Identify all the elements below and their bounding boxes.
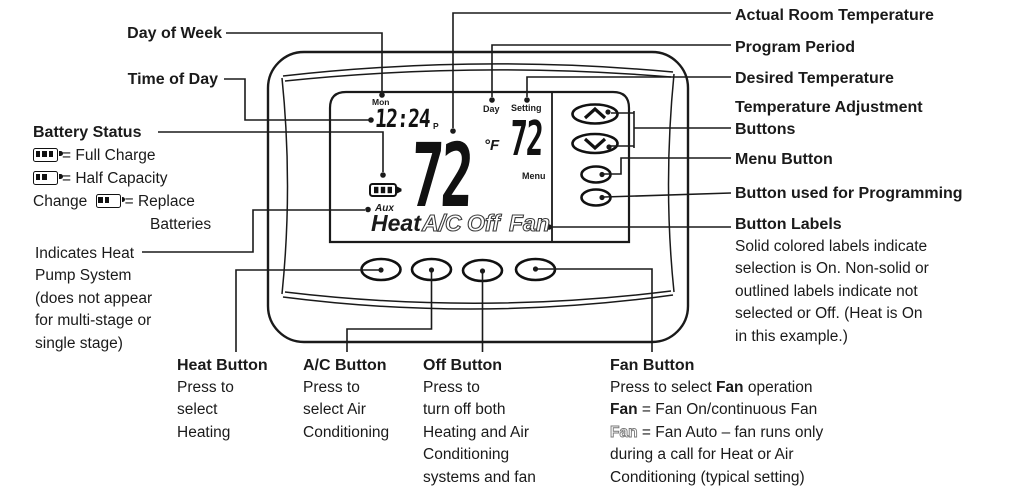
fan-note-text: operation [743, 379, 813, 396]
heat-button-line: Press to [177, 379, 234, 396]
fan-button-title: Fan Button [610, 357, 695, 374]
battery-change-icon [95, 194, 126, 208]
battery-half-text: = Half Capacity [62, 170, 168, 187]
lcd-program-period: Day [483, 104, 500, 114]
battery-change-prefix: Change [33, 193, 88, 210]
lcd-temp-unit: °F [484, 137, 500, 154]
button-labels-line: selected or Off. (Heat is On [735, 305, 923, 323]
off-button-title: Off Button [423, 357, 503, 374]
temp-down-button[interactable] [571, 132, 619, 155]
heat-button-note: Heat Button Press to select Heating [177, 355, 268, 444]
label-battery-status: Battery Status [33, 124, 142, 141]
chevron-down-icon [583, 137, 607, 151]
label-button-labels-title: Button Labels [735, 216, 842, 233]
lcd-mode-heat: Heat [371, 210, 421, 236]
lcd-day-of-week: Mon [372, 97, 390, 107]
heat-pump-note: Indicates Heat Pump System (does not app… [35, 243, 152, 355]
battery-change-suffix: = Replace [124, 193, 195, 210]
lcd-ampm: P [433, 121, 439, 131]
button-labels-line: selection is On. Non-solid or [735, 260, 929, 278]
battery-half-icon [33, 171, 63, 185]
battery-full-row: = Full Charge [33, 145, 155, 167]
label-day-of-week: Day of Week [127, 25, 222, 42]
label-programming-button: Button used for Programming [735, 185, 963, 202]
off-button-line: Press to [423, 379, 480, 396]
fan-note-bold: Fan [610, 401, 638, 419]
lcd-window [328, 90, 631, 244]
heat-button-line: Heating [177, 423, 231, 441]
lcd-mode-fan: Fan [508, 210, 550, 236]
ac-button-line: Conditioning [303, 423, 390, 441]
battery-change-row: Change = Replace [33, 191, 195, 213]
battery-half-row: = Half Capacity [33, 168, 168, 190]
label-temperature-adjustment: Temperature Adjustment Buttons [735, 97, 923, 141]
off-button-line: turn off both [423, 401, 506, 419]
thermostat-case [266, 50, 690, 344]
fan-note-line: during a call for Heat or Air [610, 446, 794, 464]
lcd-setpoint: 72 [508, 111, 544, 167]
heat-button-title: Heat Button [177, 357, 268, 374]
ac-button-title: A/C Button [303, 357, 387, 374]
label-menu-button: Menu Button [735, 151, 833, 168]
label-time-of-day: Time of Day [127, 71, 218, 88]
fan-button-note: Fan Button Press to select Fan operation… [610, 355, 824, 489]
ac-button-note: A/C Button Press to select Air Condition… [303, 355, 389, 444]
battery-full-icon [33, 148, 63, 162]
temperature-adjustment-line2: Buttons [735, 121, 796, 138]
heat-pump-line: Indicates Heat [35, 245, 135, 262]
fan-note-text: = Fan Auto – fan runs only [637, 423, 824, 441]
fan-note-line: Conditioning (typical setting) [610, 468, 805, 486]
lcd-battery-icon [369, 183, 402, 197]
button-labels-note: Solid colored labels indicate selection … [735, 236, 929, 348]
button-labels-line: in this example.) [735, 327, 848, 345]
fan-note-text: Press to select [610, 379, 716, 396]
heat-pump-line: Pump System [35, 267, 132, 285]
button-labels-line: outlined labels indicate not [735, 282, 918, 300]
leader-lines [142, 12, 732, 352]
button-labels-line: Solid colored labels indicate [735, 238, 928, 255]
temperature-adjustment-line1: Temperature Adjustment [735, 99, 923, 116]
heat-pump-line: single stage) [35, 334, 123, 352]
ac-button-line: Press to [303, 379, 360, 396]
fan-note-text: = Fan On/continuous Fan [637, 401, 818, 419]
temp-up-button[interactable] [571, 103, 619, 125]
ac-button-line: select Air [303, 401, 366, 419]
label-program-period: Program Period [735, 39, 856, 56]
battery-full-text: = Full Charge [62, 147, 156, 164]
off-button-line: Conditioning [423, 446, 510, 464]
lcd-mode-ac: A/C [421, 210, 462, 236]
heat-button-line: select [177, 401, 218, 419]
label-desired-temperature: Desired Temperature [735, 70, 894, 87]
off-button-note: Off Button Press to turn off both Heatin… [423, 355, 536, 489]
lcd-menu-label: Menu [522, 171, 546, 181]
fan-note-bold: Fan [715, 379, 744, 396]
heat-pump-line: (does not appear [35, 289, 153, 307]
off-button-line: systems and fan [423, 468, 536, 486]
heat-pump-line: for multi-stage or [35, 312, 152, 330]
off-button-line: Heating and Air [423, 423, 529, 441]
chevron-up-icon [583, 106, 607, 120]
label-actual-room-temperature: Actual Room Temperature [735, 7, 934, 24]
battery-change-cont: Batteries [150, 216, 212, 233]
fan-note-outlined: Fan [610, 423, 638, 441]
leader-dots [365, 92, 612, 274]
lcd-aux-indicator: Aux [375, 203, 394, 214]
lcd-mode-off: Off [466, 210, 500, 236]
lcd-setting-label: Setting [511, 103, 542, 113]
